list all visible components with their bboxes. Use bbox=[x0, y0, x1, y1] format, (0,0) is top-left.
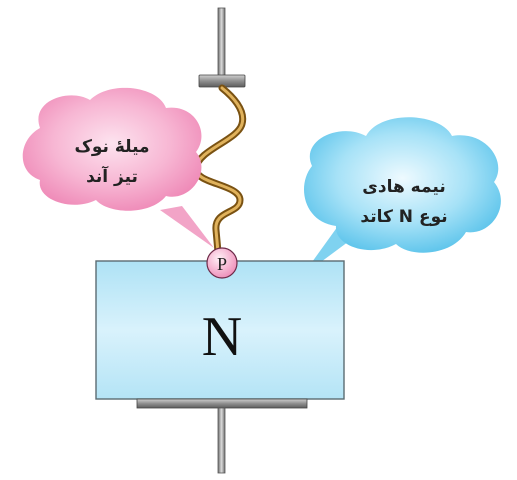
anode-callout-line2: تیز آند bbox=[86, 165, 138, 187]
anode-callout-line1: میلهٔ نوک bbox=[74, 137, 149, 157]
p-region: P bbox=[206, 247, 238, 279]
anode-callout: میلهٔ نوک تیز آند bbox=[22, 87, 214, 248]
cathode-callout: نیمه هادی نوع N کاتد bbox=[302, 117, 501, 276]
cathode-rod bbox=[136, 398, 308, 474]
cathode-callout-line2: نوع N کاتد bbox=[360, 207, 447, 227]
cathode-callout-line1: نیمه هادی bbox=[362, 177, 445, 197]
anode-spring-wire bbox=[192, 84, 247, 256]
n-type-block: N bbox=[95, 260, 345, 400]
n-block-label: N bbox=[202, 306, 242, 368]
p-region-label: P bbox=[217, 254, 227, 274]
anode-rod bbox=[198, 7, 246, 88]
